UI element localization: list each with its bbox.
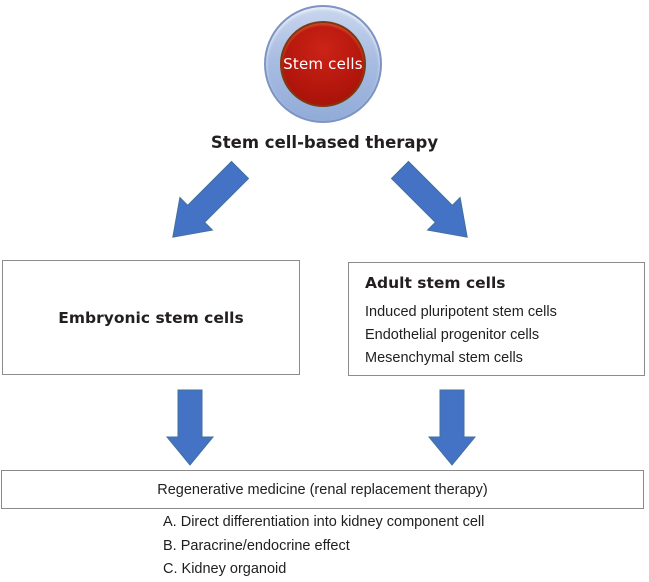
- stem-cells-node-label: Stem cells: [283, 54, 363, 73]
- diagram-title: Stem cell-based therapy: [210, 133, 439, 152]
- adult-stem-cells-box: Adult stem cells Induced pluripotent ste…: [348, 262, 645, 376]
- regenerative-medicine-box: Regenerative medicine (renal replacement…: [1, 470, 644, 509]
- arrow-down-right-column-icon: [427, 389, 477, 466]
- adult-stem-cells-item: Endothelial progenitor cells: [365, 327, 540, 343]
- adult-stem-cells-item: Mesenchymal stem cells: [365, 350, 523, 366]
- outcome-item-b: B. Paracrine/endocrine effect: [163, 537, 350, 554]
- outcome-item-c: C. Kidney organoid: [163, 561, 287, 577]
- regenerative-medicine-label: Regenerative medicine (renal replacement…: [157, 481, 488, 498]
- outcome-list: A. Direct differentiation into kidney co…: [163, 511, 484, 582]
- arrow-down-right-icon: [390, 160, 468, 238]
- arrow-down-left-column-icon: [165, 389, 215, 466]
- embryonic-stem-cells-box: Embryonic stem cells: [2, 260, 300, 375]
- adult-stem-cells-item: Induced pluripotent stem cells: [365, 304, 557, 320]
- stem-cells-node-core: Stem cells: [280, 21, 366, 107]
- arrow-down-left-icon: [172, 160, 250, 238]
- outcome-item-a: A. Direct differentiation into kidney co…: [163, 514, 485, 530]
- adult-stem-cells-title: Adult stem cells: [365, 274, 506, 292]
- stem-cells-node: Stem cells: [264, 5, 382, 123]
- embryonic-stem-cells-title: Embryonic stem cells: [58, 308, 244, 327]
